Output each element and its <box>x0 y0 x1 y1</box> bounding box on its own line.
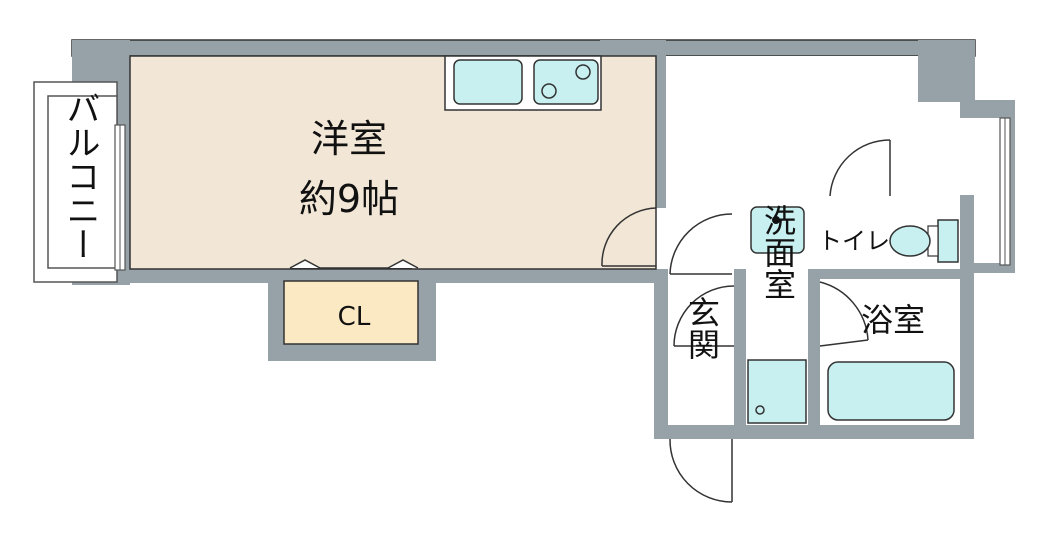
western-room-size: 約9帖 <box>299 177 399 221</box>
closet-label: CL <box>338 302 371 332</box>
walls <box>71 39 1015 439</box>
door-arc-western <box>601 207 657 267</box>
kitchen-stove <box>533 59 599 105</box>
washing-machine <box>747 359 807 424</box>
bathtub <box>827 361 955 421</box>
toilet-label: トイレ <box>818 227 890 255</box>
wall-entrance-bottom <box>654 425 734 439</box>
bathroom-label: 浴室 <box>861 301 925 339</box>
wall-closet-bottom <box>268 344 436 361</box>
wall-bottom-western <box>117 269 668 283</box>
wall-right <box>1010 100 1015 270</box>
closet-doors <box>289 259 419 269</box>
wash-basin-tap <box>772 216 780 224</box>
entrance-label: 玄関 <box>683 296 721 360</box>
washroom-label: 洗面室 <box>759 204 797 300</box>
door-arc-toilet <box>829 139 891 197</box>
door-arc-washroom <box>673 285 735 347</box>
wall-closet-left <box>268 269 284 361</box>
stove-burner-1 <box>575 64 591 80</box>
door-arc-bathroom <box>819 281 869 341</box>
washing-machine-drain <box>755 405 765 415</box>
balcony-label: バルコニー <box>60 91 100 261</box>
wall-top-right <box>918 40 975 102</box>
toilet-bowl <box>889 225 931 257</box>
wall-closet-right <box>418 269 436 361</box>
wash-basin <box>750 206 805 254</box>
wall-toilet-bottom <box>808 267 974 279</box>
door-leaf-bathroom <box>819 339 869 347</box>
wall-center <box>656 40 666 208</box>
closet-floor <box>283 280 419 345</box>
stove-burner-2 <box>541 83 557 99</box>
wall-wet-right <box>960 195 974 439</box>
door-arc-entrance <box>669 438 733 503</box>
door-arc-hall <box>669 213 733 275</box>
entrance-floor <box>668 279 734 425</box>
wall-wet-bottom <box>734 425 974 439</box>
wall-top <box>71 39 976 57</box>
balcony-inner <box>47 95 118 269</box>
wall-right-step <box>960 100 1015 118</box>
wall-right-bottom <box>960 263 1015 273</box>
toilet-tank <box>937 219 959 263</box>
wall-entrance-left <box>654 269 668 439</box>
western-room-name: 洋室 <box>311 117 387 161</box>
kitchen-sink <box>453 59 523 105</box>
